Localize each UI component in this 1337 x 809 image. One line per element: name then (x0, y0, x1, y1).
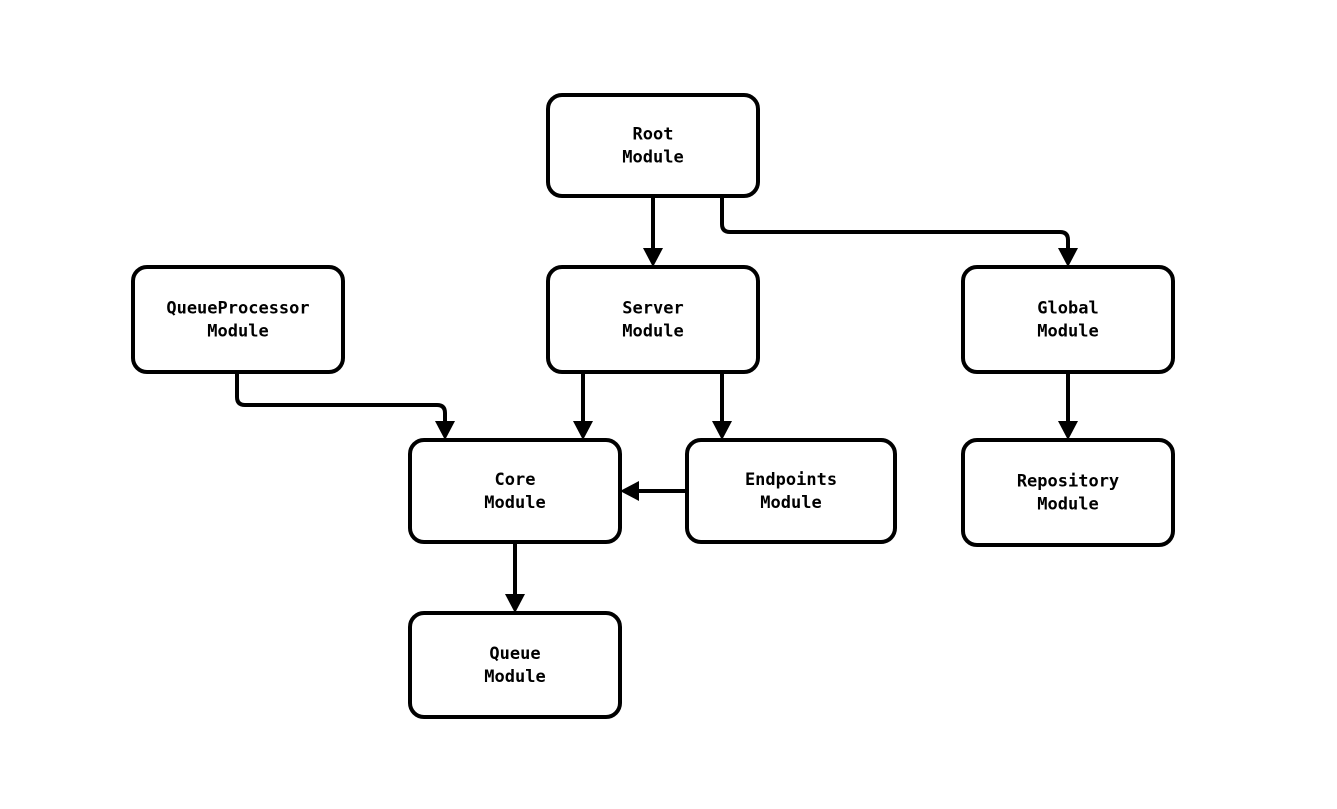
global-module-node-label-line2: Module (1037, 322, 1098, 342)
core-module-node-box[interactable] (408, 438, 622, 544)
queue-module-node-box[interactable] (408, 611, 622, 719)
edge-server-to-endpoints (712, 372, 732, 440)
repository-module-node-label-line2: Module (1037, 495, 1098, 515)
endpoints-module-node-box[interactable] (685, 438, 897, 544)
queueprocessor-module-node-box[interactable] (131, 265, 345, 374)
edge-queueprocessor-to-core-arrowhead (435, 421, 455, 440)
root-module-node-label-line2: Module (622, 148, 683, 168)
edge-global-to-repository-arrowhead (1058, 421, 1078, 440)
server-module-node-label-line2: Module (622, 322, 683, 342)
edge-root-to-global (720, 196, 1078, 267)
edge-root-to-server-arrowhead (643, 248, 663, 267)
edge-endpoints-to-core-arrowhead (620, 481, 639, 501)
repository-module-node-label-line1: Repository (1017, 472, 1119, 492)
edge-server-to-core-arrowhead (573, 421, 593, 440)
global-module-node-box[interactable] (961, 265, 1175, 374)
edge-queueprocessor-to-core-line (235, 372, 447, 421)
edge-queueprocessor-to-core (235, 372, 455, 440)
core-module-node-label-line1: Core (495, 470, 536, 490)
edge-server-to-endpoints-arrowhead (712, 421, 732, 440)
edge-root-to-server (643, 196, 663, 267)
core-module-node-label-line2: Module (484, 493, 545, 513)
queueprocessor-module-node-label-line2: Module (207, 322, 268, 342)
queueprocessor-module-node-label-line1: QueueProcessor (166, 299, 309, 319)
edge-server-to-core (573, 372, 593, 440)
edge-global-to-repository (1058, 372, 1078, 440)
edge-root-to-global-arrowhead (1058, 248, 1078, 267)
queue-module-node-label-line2: Module (484, 667, 545, 687)
endpoints-module-node-label-line2: Module (760, 493, 821, 513)
edge-core-to-queue (505, 542, 525, 613)
endpoints-module-node-label-line1: Endpoints (745, 470, 837, 490)
root-module-node-box[interactable] (546, 93, 760, 198)
server-module-node-box[interactable] (546, 265, 760, 374)
global-module-node-label-line1: Global (1037, 299, 1098, 319)
server-module-node-label-line1: Server (622, 299, 683, 319)
edge-root-to-global-line (720, 196, 1070, 248)
edges-layer (235, 196, 1078, 613)
edge-core-to-queue-arrowhead (505, 594, 525, 613)
repository-module-node-box[interactable] (961, 438, 1175, 547)
queue-module-node-label-line1: Queue (489, 644, 540, 664)
root-module-node-label-line1: Root (633, 125, 674, 145)
edge-endpoints-to-core (620, 481, 687, 501)
